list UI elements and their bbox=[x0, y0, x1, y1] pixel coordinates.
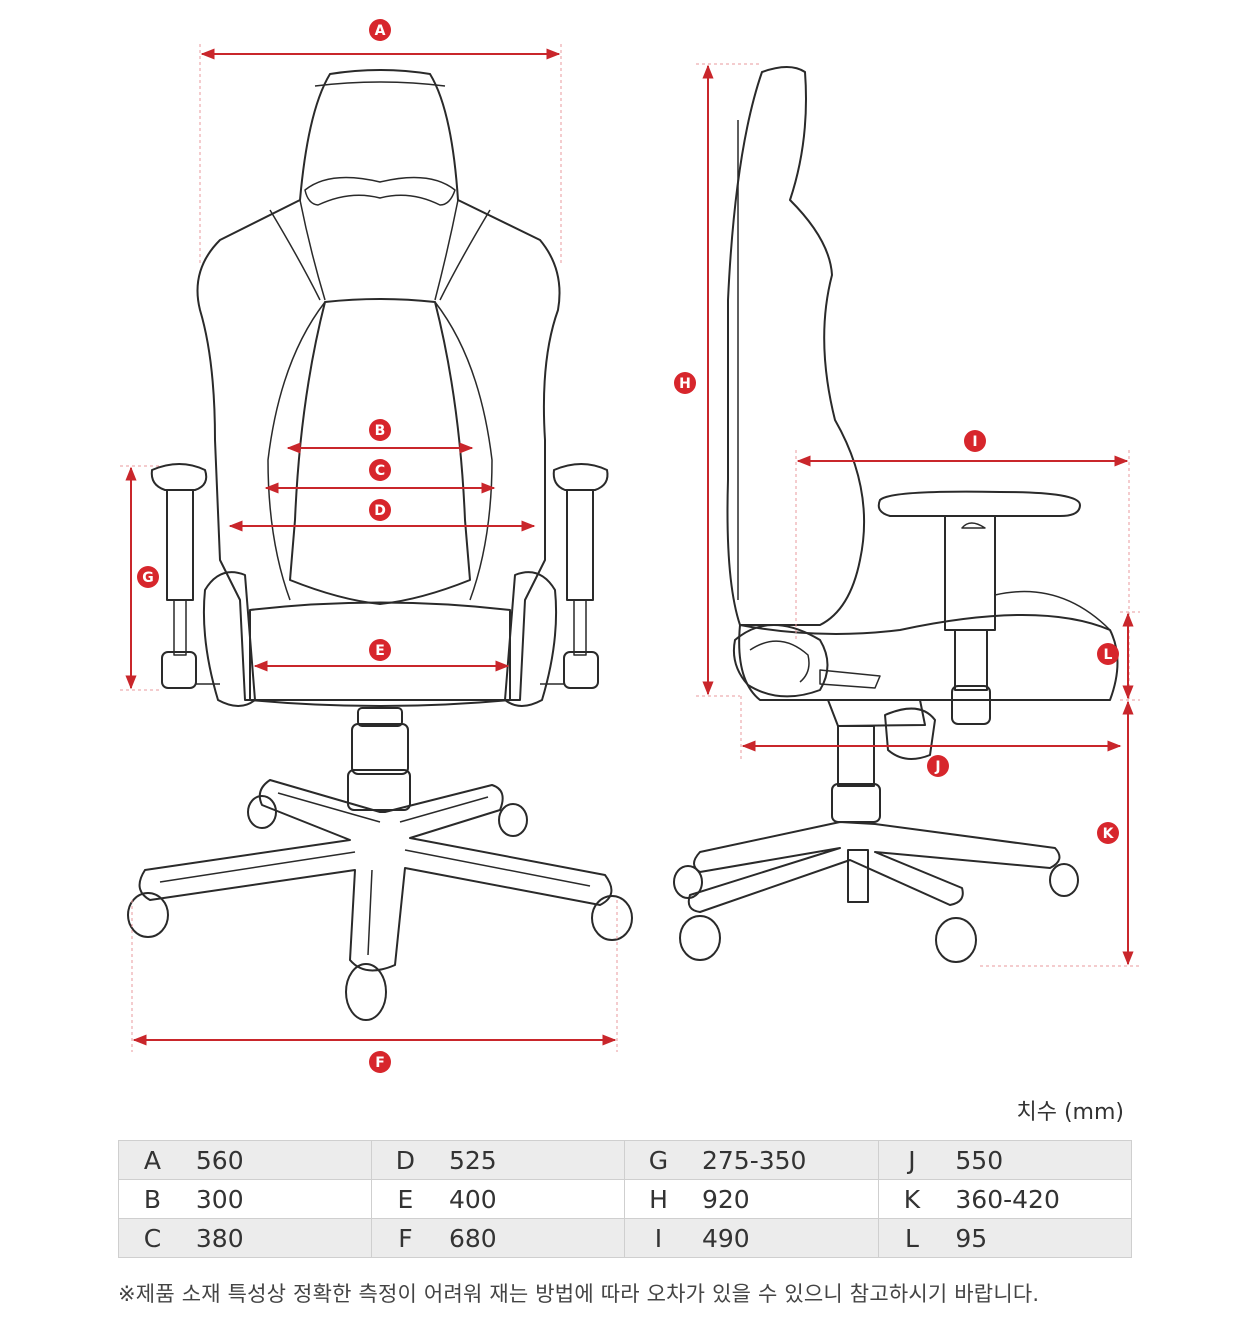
dimension-value: 360-420 bbox=[945, 1179, 1133, 1219]
dimension-marker-b: B bbox=[369, 419, 391, 441]
dimension-marker-k: K bbox=[1097, 822, 1119, 844]
dimension-marker-f: F bbox=[369, 1051, 391, 1073]
dimension-marker-e: E bbox=[369, 639, 391, 661]
marker-label-d: D bbox=[374, 503, 386, 519]
dimension-value: 560 bbox=[185, 1140, 372, 1180]
side-view-chair bbox=[673, 66, 1119, 963]
dimension-key: E bbox=[371, 1179, 439, 1219]
units-label: 치수 (mm) bbox=[1016, 1100, 1124, 1125]
dimension-marker-g: G bbox=[137, 566, 159, 588]
dimension-value: 525 bbox=[438, 1140, 625, 1180]
dimension-key: C bbox=[117, 1218, 186, 1258]
dimension-value: 275-350 bbox=[691, 1140, 879, 1180]
table-row: B 300 E 400 H 920 K 360-420 bbox=[117, 1179, 1133, 1219]
dimension-key: G bbox=[624, 1140, 692, 1180]
dimension-marker-l: L bbox=[1097, 643, 1119, 665]
marker-label-g: G bbox=[142, 570, 154, 586]
dimension-key: K bbox=[878, 1179, 946, 1219]
dimension-marker-d: D bbox=[369, 499, 391, 521]
dimension-key: A bbox=[117, 1140, 186, 1180]
marker-label-j: J bbox=[934, 759, 940, 775]
dimension-marker-j: J bbox=[927, 755, 949, 777]
marker-label-f: F bbox=[375, 1055, 385, 1071]
front-view-chair bbox=[127, 69, 633, 1021]
dimension-key: D bbox=[371, 1140, 439, 1180]
dimension-marker-h: H bbox=[674, 372, 696, 394]
dimension-marker-c: C bbox=[369, 459, 391, 481]
dimension-key: F bbox=[371, 1218, 439, 1258]
front-casters bbox=[127, 795, 633, 1021]
side-casters bbox=[673, 863, 1079, 963]
table-row: A 560 D 525 G 275-350 J 550 bbox=[117, 1140, 1133, 1180]
dimension-key: H bbox=[624, 1179, 692, 1219]
dimension-key: J bbox=[878, 1140, 946, 1180]
marker-label-a: A bbox=[375, 23, 386, 39]
dimension-value: 380 bbox=[185, 1218, 372, 1258]
measurement-note: ※제품 소재 특성상 정확한 측정이 어려워 재는 방법에 따라 오차가 있을 … bbox=[118, 1282, 1040, 1306]
dimension-lines bbox=[120, 44, 1140, 1052]
marker-label-l: L bbox=[1104, 647, 1113, 663]
marker-label-h: H bbox=[679, 376, 691, 392]
marker-label-b: B bbox=[375, 423, 386, 439]
marker-label-e: E bbox=[375, 643, 385, 659]
dimension-value: 95 bbox=[945, 1218, 1133, 1258]
dimension-key: L bbox=[878, 1218, 946, 1258]
dimension-value: 550 bbox=[945, 1140, 1133, 1180]
dimension-key: B bbox=[117, 1179, 186, 1219]
dimension-value: 300 bbox=[185, 1179, 372, 1219]
dimension-value: 920 bbox=[691, 1179, 879, 1219]
marker-label-k: K bbox=[1103, 826, 1115, 842]
dimension-table: A 560 D 525 G 275-350 J 550 B 300 E 400 … bbox=[117, 1140, 1133, 1258]
chair-dimension-diagram: A B C D E F G H I J K L bbox=[120, 19, 1140, 1073]
dimension-marker-a: A bbox=[369, 19, 391, 41]
dimension-marker-i: I bbox=[964, 430, 986, 452]
dimension-key: I bbox=[624, 1218, 692, 1258]
marker-label-i: I bbox=[972, 434, 977, 450]
dimension-value: 680 bbox=[438, 1218, 625, 1258]
marker-label-c: C bbox=[375, 463, 385, 479]
table-row: C 380 F 680 I 490 L 95 bbox=[117, 1218, 1133, 1258]
dimension-value: 400 bbox=[438, 1179, 625, 1219]
dimension-value: 490 bbox=[691, 1218, 879, 1258]
